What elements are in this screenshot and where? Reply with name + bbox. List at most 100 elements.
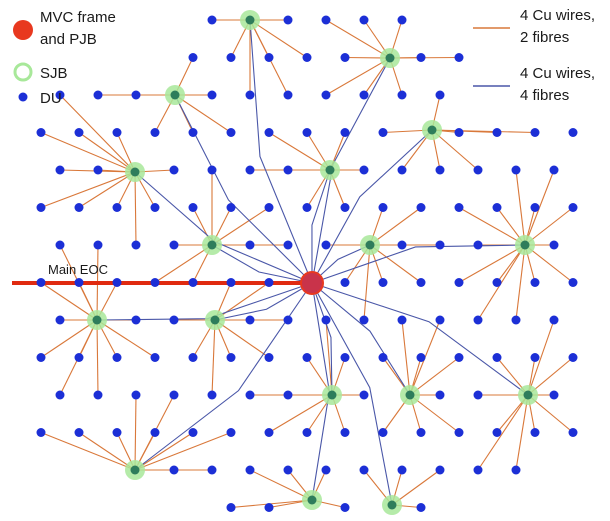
du-node	[207, 15, 217, 25]
du-node	[359, 465, 369, 475]
du-cable-2fibre	[369, 207, 422, 246]
du-cable-2fibre	[249, 469, 313, 501]
sjb-core	[327, 390, 337, 400]
du-node	[207, 465, 217, 475]
sjb-cable-4fibre	[311, 282, 529, 396]
du-node	[169, 390, 179, 400]
du-node	[188, 428, 198, 437]
sjb-node	[518, 385, 538, 405]
du-cable-2fibre	[214, 319, 270, 358]
du-node	[397, 465, 407, 475]
du-node	[283, 165, 293, 175]
du-node	[473, 390, 483, 400]
du-node	[416, 203, 426, 212]
du-cable-2fibre	[325, 319, 333, 396]
du-node	[492, 278, 502, 287]
du-node	[264, 203, 274, 212]
sjb-node	[382, 495, 402, 515]
du-node	[283, 15, 293, 25]
du-cable-2fibre	[134, 171, 137, 246]
du-cable-2fibre	[401, 319, 411, 396]
du-cable-2fibre	[515, 394, 529, 471]
du-node	[283, 465, 293, 475]
sjb-cable-4fibre	[174, 94, 313, 284]
du-node	[435, 390, 445, 400]
du-node	[530, 353, 540, 362]
du-node	[359, 90, 369, 100]
sjb-node	[360, 235, 380, 255]
du-node	[150, 353, 160, 362]
du-node	[511, 465, 521, 475]
du-node	[74, 353, 84, 362]
du-node	[492, 203, 502, 212]
du-node	[264, 278, 274, 287]
du-node	[302, 428, 312, 437]
du-node	[397, 165, 407, 175]
legend-2fibre-label-2: 2 fibres	[520, 29, 569, 46]
du-cable-2fibre	[134, 431, 232, 471]
du-node	[188, 53, 198, 62]
du-node	[74, 203, 84, 212]
du-cable-2fibre	[174, 94, 232, 133]
du-node	[530, 203, 540, 212]
du-node	[150, 203, 160, 212]
node-layer	[36, 10, 578, 515]
sjb-cable-4fibre	[311, 282, 393, 506]
du-node	[36, 203, 46, 212]
du-node	[112, 128, 122, 137]
du-node	[568, 428, 578, 437]
du-node	[226, 203, 236, 212]
du-node	[549, 315, 559, 325]
sjb-core	[130, 465, 140, 475]
du-cable-2fibre	[477, 394, 529, 471]
du-node	[188, 203, 198, 212]
sjb-core	[523, 390, 533, 400]
sjb-node	[322, 385, 342, 405]
du-node	[492, 428, 502, 437]
du-cable-2fibre	[40, 171, 136, 209]
du-cable-2fibre	[524, 244, 574, 283]
legend-sjb-label: SJB	[40, 65, 68, 82]
du-node	[321, 15, 331, 25]
du-node	[378, 428, 388, 437]
du-node	[112, 353, 122, 362]
du-cable-2fibre	[249, 19, 308, 58]
du-node	[397, 15, 407, 25]
du-cable-2fibre	[134, 432, 194, 471]
du-node	[226, 278, 236, 287]
main-eoc-label: Main EOC	[48, 262, 108, 277]
sjb-node	[422, 120, 442, 140]
du-node	[55, 165, 65, 175]
sjb-cable-4fibre	[134, 282, 313, 471]
sjb-cable-4fibre	[311, 169, 331, 284]
du-node	[359, 165, 369, 175]
du-node	[416, 353, 426, 362]
sjb-core	[245, 15, 255, 25]
du-node	[397, 240, 407, 250]
sjb-node	[205, 310, 225, 330]
du-node	[55, 390, 65, 400]
du-node	[74, 128, 84, 137]
du-node	[416, 503, 426, 512]
du-node	[302, 128, 312, 137]
du-node	[112, 203, 122, 212]
sjb-node	[125, 460, 145, 480]
legend-4fibre-label-2: 4 fibres	[520, 87, 569, 104]
du-node	[378, 203, 388, 212]
du-node	[416, 53, 426, 62]
du-node	[112, 428, 122, 437]
du-node	[36, 128, 46, 137]
du-node	[283, 90, 293, 100]
sjb-cable-4fibre	[311, 282, 411, 396]
du-node	[283, 315, 293, 325]
du-node	[530, 278, 540, 287]
du-node	[131, 315, 141, 325]
du-cable-2fibre	[431, 129, 536, 134]
legend: MVC frame and PJB SJB DU 4 Cu wires, 2 f…	[13, 7, 595, 107]
du-node	[93, 240, 103, 250]
du-node	[321, 240, 331, 250]
sjb-cable-4fibre	[134, 171, 313, 284]
du-node	[473, 315, 483, 325]
du-cable-2fibre	[40, 431, 136, 471]
sjb-core	[365, 240, 375, 250]
